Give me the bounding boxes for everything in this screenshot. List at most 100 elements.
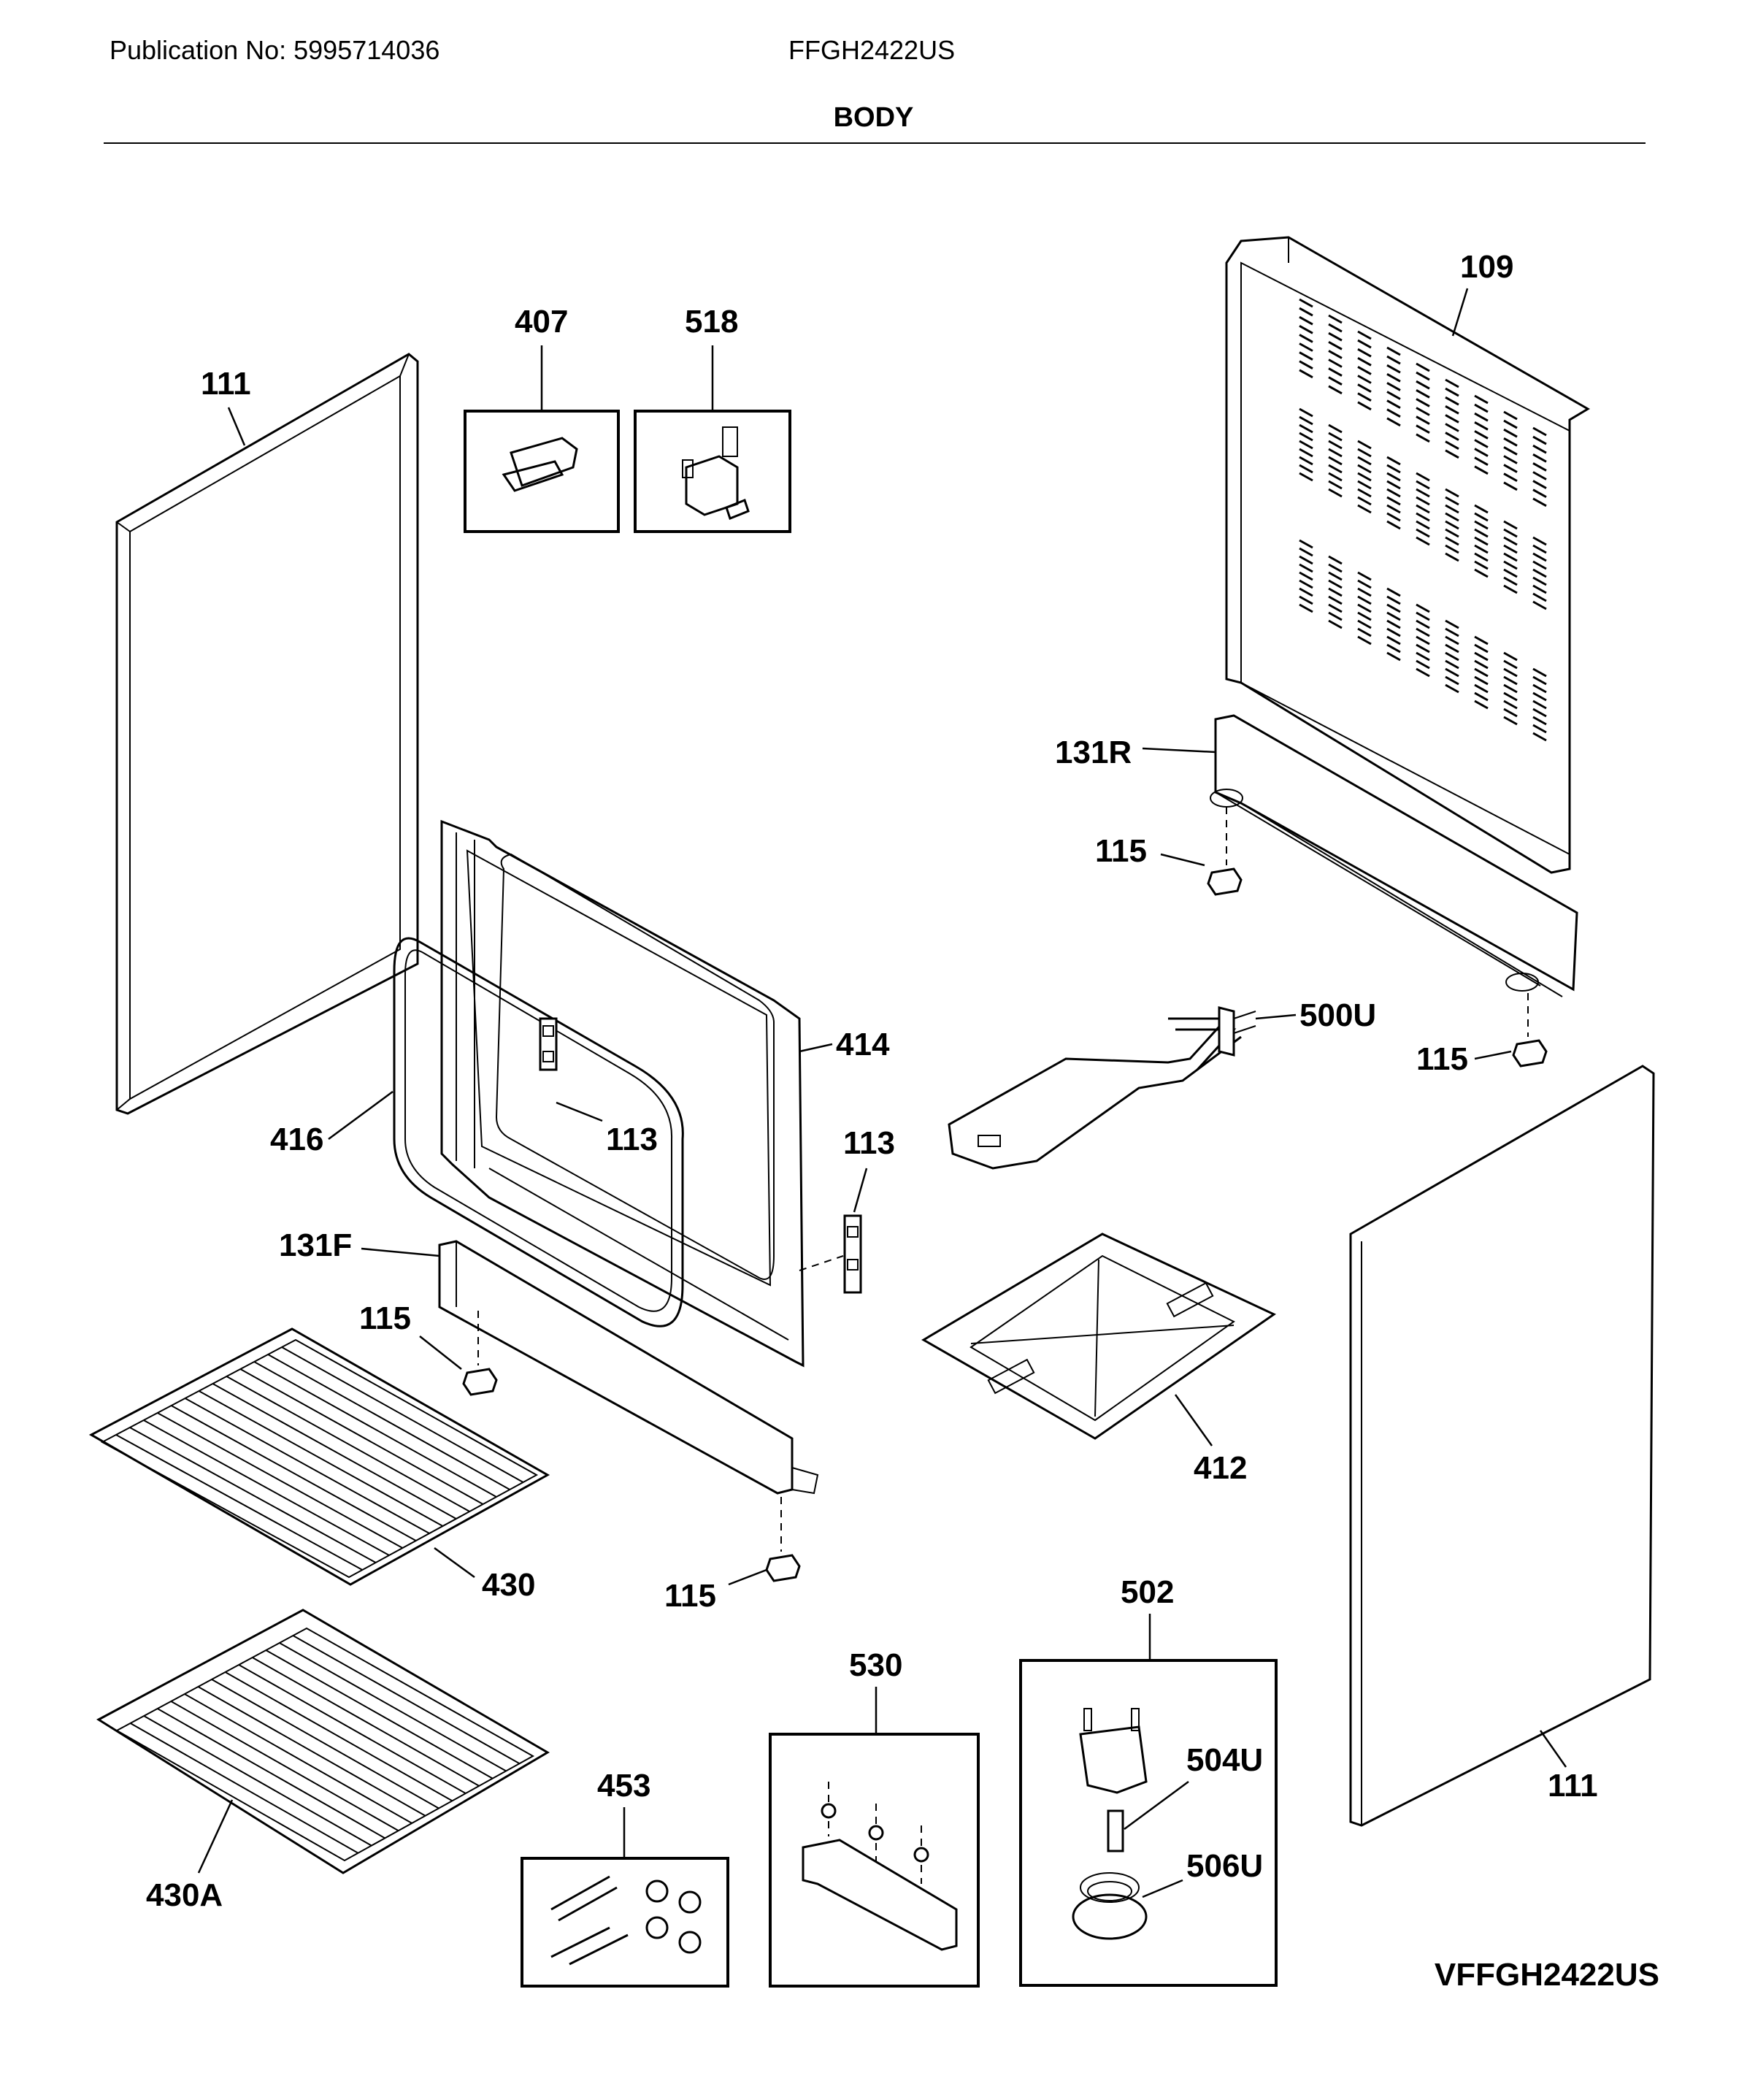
drawing-line — [1416, 480, 1430, 490]
hinge-receptacle-a[interactable] — [539, 1017, 558, 1071]
leader-430a — [197, 1799, 234, 1874]
leveling-leg-c[interactable] — [462, 1311, 498, 1396]
drawing-line — [1445, 536, 1459, 546]
drawing-line — [1416, 528, 1430, 538]
drawing-line — [1328, 563, 1343, 573]
door-gasket[interactable] — [393, 937, 684, 1327]
drawing-line — [1299, 360, 1313, 370]
drawing-line — [171, 1405, 417, 1541]
drawing-line — [1357, 448, 1372, 458]
leader-416 — [328, 1090, 393, 1141]
oven-front-frame[interactable] — [440, 819, 805, 1368]
drawing-line — [1299, 307, 1313, 317]
drawing-line — [1445, 627, 1459, 637]
part-box-407[interactable] — [464, 410, 620, 533]
drawing-line — [1299, 315, 1313, 326]
drawing-line — [1386, 587, 1401, 597]
drawing-line — [1503, 560, 1518, 570]
drawing-line — [1386, 504, 1401, 514]
diagram-code: VFFGH2422US — [1434, 1957, 1659, 1993]
back-panel[interactable] — [1225, 236, 1590, 874]
header-divider — [104, 142, 1646, 144]
drawing-line — [1357, 383, 1372, 393]
drawing-line — [1503, 667, 1518, 678]
oven-rack[interactable] — [88, 1327, 550, 1586]
drawing-line — [1445, 440, 1459, 451]
side-panel-right[interactable] — [1349, 1065, 1655, 1827]
drawing-line — [1503, 410, 1518, 421]
leader-115a — [1160, 853, 1205, 867]
drawing-line — [1357, 579, 1372, 589]
callout-453: 453 — [597, 1768, 650, 1804]
drawing-line — [1357, 480, 1372, 490]
model-number: FFGH2422US — [788, 35, 956, 65]
drawing-line — [1416, 504, 1430, 514]
drawing-line — [1474, 536, 1489, 546]
drawing-line — [1386, 364, 1401, 374]
drawing-line — [1386, 408, 1401, 418]
callout-500u: 500U — [1299, 997, 1376, 1033]
drawing-line — [130, 1722, 358, 1854]
front-kick-rail[interactable] — [438, 1240, 819, 1495]
leader-113b — [853, 1168, 868, 1213]
side-panel-left[interactable] — [115, 353, 419, 1115]
drawing-line — [1299, 440, 1313, 450]
drawing-line — [1328, 332, 1343, 342]
part-box-530[interactable] — [769, 1733, 980, 1988]
drawing-line — [1299, 432, 1313, 442]
drawing-line — [1474, 465, 1489, 475]
drawing-line — [1474, 412, 1489, 422]
drawing-line — [1299, 407, 1313, 418]
drawing-line — [1503, 552, 1518, 562]
leveling-leg-b[interactable] — [1512, 993, 1548, 1068]
drawing-line — [1445, 432, 1459, 441]
callout-414: 414 — [836, 1027, 890, 1062]
drawing-line — [1416, 643, 1430, 654]
drawing-line — [1299, 415, 1313, 426]
drawing-line — [1328, 376, 1343, 386]
drawing-line — [1445, 414, 1459, 424]
drawing-line — [1357, 472, 1372, 482]
part-box-453[interactable] — [521, 1857, 729, 1988]
drawing-line — [1357, 440, 1372, 450]
leveling-leg-d[interactable] — [765, 1497, 801, 1582]
rear-kick-rail[interactable] — [1210, 714, 1578, 997]
drawing-line — [1328, 464, 1343, 474]
drawing-line — [1328, 480, 1343, 490]
drawing-line — [1386, 417, 1401, 427]
part-box-502[interactable] — [1019, 1659, 1278, 1987]
drawing-line — [279, 1642, 507, 1772]
drawing-line — [1474, 512, 1489, 522]
drawing-line — [1503, 481, 1518, 491]
drawing-line — [1416, 611, 1430, 621]
callout-109: 109 — [1460, 249, 1513, 285]
drawing-line — [1474, 667, 1489, 678]
drawing-line — [226, 1376, 470, 1512]
drawing-line — [1328, 571, 1343, 581]
oven-bottom-panel[interactable] — [921, 1233, 1276, 1440]
drawing-line — [1416, 659, 1430, 670]
part-box-518[interactable] — [634, 410, 791, 533]
callout-430: 430 — [482, 1567, 535, 1603]
drawing-line — [1474, 456, 1489, 467]
broil-element[interactable] — [948, 1006, 1256, 1170]
leveling-leg-a[interactable] — [1207, 807, 1243, 896]
drawing-line — [1503, 536, 1518, 546]
hinge-receptacle-b[interactable] — [799, 1214, 862, 1294]
drawing-line — [1299, 555, 1313, 565]
drawing-line — [1416, 415, 1430, 425]
drawing-line — [1328, 367, 1343, 377]
drawing-line — [1445, 378, 1459, 388]
drawing-line — [1357, 488, 1372, 498]
drawing-line — [1299, 334, 1313, 343]
drawing-line — [1474, 394, 1489, 405]
drawing-line — [1445, 528, 1459, 538]
drawing-line — [1357, 330, 1372, 340]
drawing-line — [1503, 520, 1518, 530]
drawing-line — [1532, 708, 1547, 718]
drawing-line — [1386, 480, 1401, 490]
callout-504u: 504U — [1186, 1742, 1263, 1778]
drawing-line — [1416, 627, 1430, 637]
oven-rack-offset[interactable] — [96, 1609, 550, 1874]
drawing-line — [1474, 528, 1489, 538]
